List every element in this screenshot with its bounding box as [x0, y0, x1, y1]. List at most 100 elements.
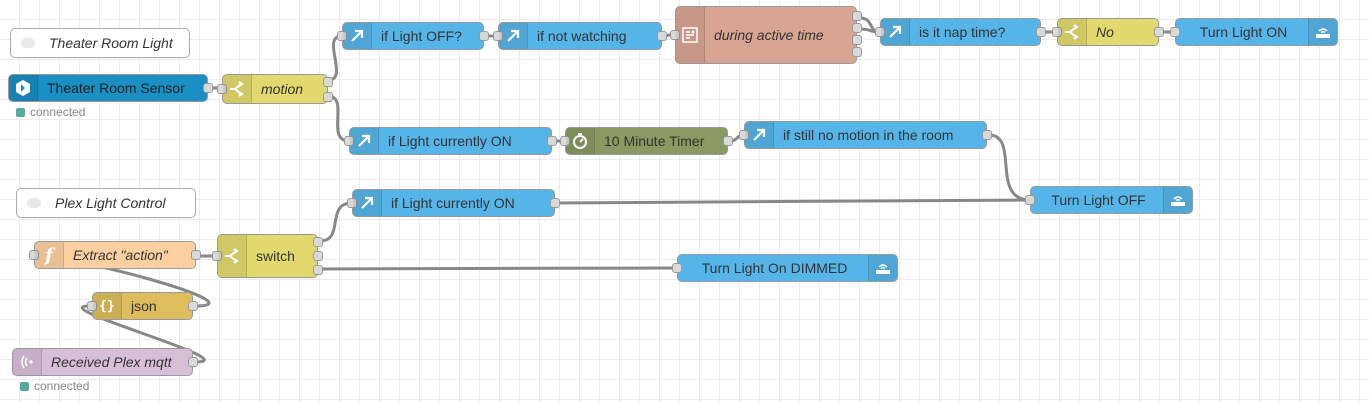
output-port-2[interactable]	[313, 251, 323, 261]
input-port[interactable]	[29, 250, 39, 260]
change-arrow-icon	[353, 190, 382, 216]
output-port[interactable]	[191, 250, 201, 260]
output-port[interactable]	[203, 83, 213, 93]
wire-switch-light-on-2	[318, 201, 354, 243]
node-motion[interactable]: motion	[217, 74, 333, 104]
time-range-icon	[676, 7, 705, 63]
wire-motion-if-light-off	[326, 34, 344, 82]
change-arrow-icon	[499, 23, 528, 49]
node-json[interactable]: {} json	[87, 292, 198, 320]
input-port[interactable]	[87, 301, 97, 311]
function-icon: f	[35, 242, 64, 268]
router-icon	[1308, 19, 1337, 45]
node-label: if Light OFF?	[381, 28, 462, 44]
node-turn-light-off[interactable]: Turn Light OFF	[1025, 186, 1193, 214]
output-port-2[interactable]	[323, 92, 333, 102]
output-port-1[interactable]	[852, 11, 862, 21]
input-port[interactable]	[560, 136, 570, 146]
output-port[interactable]	[550, 198, 560, 208]
input-port[interactable]	[672, 263, 682, 273]
mqtt-signal-icon	[13, 349, 42, 375]
input-port[interactable]	[493, 31, 503, 41]
switch-icon	[223, 75, 252, 103]
wire-mqtt-json	[80, 304, 206, 364]
node-if-light-currently-on-1[interactable]: if Light currently ON	[344, 127, 557, 155]
output-port-3[interactable]	[852, 35, 862, 45]
output-port-4[interactable]	[852, 47, 862, 57]
node-theater-room-sensor[interactable]: Theater Room Sensor	[8, 74, 213, 102]
node-if-not-watching[interactable]: if not watching	[493, 22, 667, 50]
node-label: switch	[256, 248, 295, 264]
node-label: Received Plex mqtt	[51, 354, 172, 370]
node-10-minute-timer[interactable]: 10 Minute Timer	[560, 127, 733, 155]
output-port[interactable]	[188, 301, 198, 311]
json-braces-icon: {}	[93, 293, 122, 319]
comment-icon	[21, 38, 35, 48]
output-port[interactable]	[982, 130, 992, 140]
sensor-status: connected	[16, 105, 85, 119]
output-port-2[interactable]	[852, 23, 862, 33]
node-label: No	[1096, 24, 1114, 40]
output-port[interactable]	[723, 136, 733, 146]
input-port[interactable]	[1025, 195, 1035, 205]
node-label: 10 Minute Timer	[604, 133, 705, 149]
node-label: Turn Light ON	[1199, 24, 1288, 40]
output-port[interactable]	[657, 31, 667, 41]
node-during-active-time[interactable]: during active time	[670, 6, 862, 64]
node-label: is it nap time?	[919, 24, 1006, 40]
input-port[interactable]	[347, 198, 357, 208]
node-label: if Light currently ON	[388, 133, 512, 149]
input-port[interactable]	[217, 84, 227, 94]
output-port[interactable]	[547, 136, 557, 146]
mqtt-status: connected	[20, 379, 89, 393]
input-port[interactable]	[337, 31, 347, 41]
output-port[interactable]	[1036, 27, 1046, 37]
sensor-icon	[9, 75, 38, 101]
change-arrow-icon	[343, 23, 372, 49]
node-label: if Light currently ON	[391, 195, 515, 211]
node-label: Theater Room Sensor	[47, 80, 185, 96]
node-turn-light-on-dimmed[interactable]: Turn Light On DIMMED	[672, 254, 898, 282]
node-turn-light-on[interactable]: Turn Light ON	[1170, 18, 1338, 46]
output-port[interactable]	[1154, 27, 1164, 37]
node-switch[interactable]: switch	[212, 234, 323, 278]
output-port[interactable]	[479, 31, 489, 41]
comment-plex-light-control[interactable]: Plex Light Control	[16, 188, 196, 218]
status-text: connected	[30, 105, 86, 119]
input-port[interactable]	[212, 251, 222, 261]
output-port-3[interactable]	[313, 265, 323, 275]
output-port-1[interactable]	[323, 77, 333, 87]
status-connected-icon	[16, 107, 25, 117]
input-port[interactable]	[1052, 27, 1062, 37]
node-label: Extract "action"	[73, 247, 168, 263]
node-label: if still no motion in the room	[783, 127, 954, 143]
output-port-1[interactable]	[313, 237, 323, 247]
node-if-light-currently-on-2[interactable]: if Light currently ON	[347, 189, 560, 217]
node-label: Turn Light On DIMMED	[701, 260, 848, 276]
node-extract-action[interactable]: f Extract "action"	[29, 241, 201, 269]
node-if-still-no-motion[interactable]: if still no motion in the room	[739, 121, 992, 149]
comment-label: Theater Room Light	[49, 35, 173, 51]
status-text: connected	[34, 379, 90, 393]
comment-theater-room-light[interactable]: Theater Room Light	[10, 28, 190, 58]
wire-switch-dimmed	[318, 266, 679, 271]
output-port[interactable]	[188, 357, 198, 367]
node-if-light-off[interactable]: if Light OFF?	[337, 22, 489, 50]
node-received-plex-mqtt[interactable]: Received Plex mqtt	[12, 348, 198, 376]
input-port[interactable]	[875, 27, 885, 37]
wire-light-on-2-off	[555, 198, 1032, 205]
node-label: if not watching	[537, 28, 627, 44]
change-arrow-icon	[881, 19, 910, 45]
change-arrow-icon	[350, 128, 379, 154]
node-is-it-nap-time[interactable]: is it nap time?	[875, 18, 1046, 46]
input-port[interactable]	[1170, 27, 1180, 37]
node-label: json	[131, 298, 157, 314]
router-icon	[868, 255, 897, 281]
input-port[interactable]	[670, 30, 680, 40]
node-no[interactable]: No	[1052, 18, 1164, 46]
input-port[interactable]	[739, 130, 749, 140]
switch-icon	[1058, 19, 1087, 45]
input-port[interactable]	[344, 136, 354, 146]
